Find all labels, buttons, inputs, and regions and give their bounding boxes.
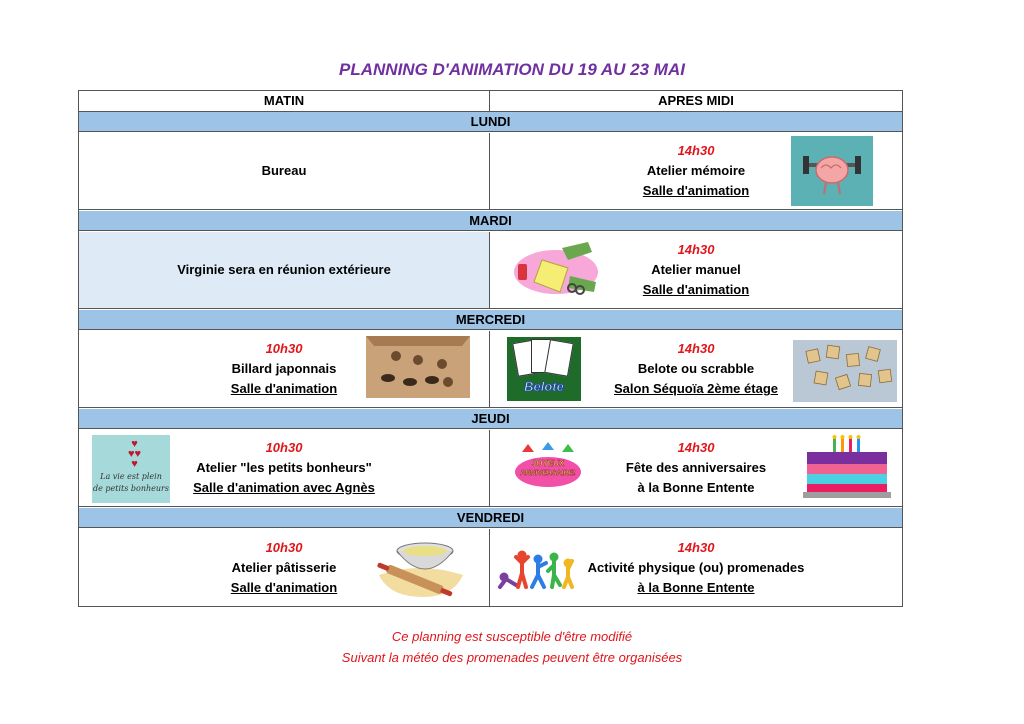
day-header-mercredi: MERCREDI xyxy=(79,310,902,330)
activity-name: Activité physique (ou) promenades xyxy=(587,559,805,575)
activity-place: Salle d'animation xyxy=(642,282,750,297)
activity-name: Fête des anniversaires xyxy=(625,460,767,475)
page-title: PLANNING D'ANIMATION DU 19 AU 23 MAI xyxy=(339,60,685,79)
afternoon-cell: 14h30 Atelier mémoire Salle d'animation xyxy=(490,133,902,209)
slot-row-lundi: Bureau 14h30 Atelier mémoire Salle d'ani… xyxy=(79,133,902,210)
morning-text: Bureau xyxy=(261,163,307,178)
slot-row-jeudi: 10h30 Atelier "les petits bonheurs" Sall… xyxy=(79,430,902,507)
morning-cell: 10h30 Atelier "les petits bonheurs" Sall… xyxy=(79,430,490,506)
column-header-morning: MATIN xyxy=(79,91,490,111)
activity-name: Atelier pâtisserie xyxy=(231,559,337,575)
activity-place: à la Bonne Entente xyxy=(637,480,755,495)
activity-place: Salle d'animation xyxy=(230,579,338,595)
activity-name: Billard japonnais xyxy=(231,361,337,376)
afternoon-cell: 14h30 Activité physique (ou) promenades … xyxy=(490,529,902,606)
slot-row-mercredi: 10h30 Billard japonnais Salle d'animatio… xyxy=(79,331,902,408)
scrabble-tiles-icon xyxy=(793,340,897,402)
activity-time: 14h30 xyxy=(677,242,715,257)
activity-place: Salon Séquoïa 2ème étage xyxy=(613,381,778,396)
day-header-jeudi: JEUDI xyxy=(79,409,902,429)
morning-cell: Bureau xyxy=(79,133,490,209)
pastry-bowl-rolling-pin-icon xyxy=(375,535,465,601)
afternoon-cell: 14h30 Atelier manuel Salle d'animation xyxy=(490,232,902,308)
activity-name: Atelier mémoire xyxy=(646,163,746,178)
activity-time: 14h30 xyxy=(677,539,715,555)
brain-lifting-dumbbells-icon xyxy=(791,136,873,206)
activity-name: Belote ou scrabble xyxy=(637,361,755,376)
column-header-row: MATIN APRES MIDI xyxy=(79,91,902,112)
wooden-billiard-board-icon xyxy=(366,336,470,398)
footer-note-2: Suivant la météo des promenades peuvent … xyxy=(341,650,683,665)
activity-place: à la Bonne Entente xyxy=(637,579,755,595)
petits-bonheurs-line-1: La vie est plein xyxy=(100,472,162,481)
day-header-vendredi: VENDREDI xyxy=(79,508,902,528)
afternoon-cell: 14h30 Belote ou scrabble Salon Séquoïa 2… xyxy=(490,331,902,407)
activity-time: 14h30 xyxy=(677,143,715,158)
joyeux-anniversaire-icon: JOYEUX ANNIVERSAIRE! xyxy=(514,442,582,494)
activity-place: Salle d'animation xyxy=(642,183,750,198)
belote-logo-text: Belote xyxy=(524,379,565,395)
activity-name: Atelier "les petits bonheurs" xyxy=(196,460,372,475)
birthday-cake-icon xyxy=(803,434,891,502)
exercise-figures-icon xyxy=(496,549,574,591)
footer-note-1: Ce planning est susceptible d'être modif… xyxy=(391,629,633,644)
morning-text: Virginie sera en réunion extérieure xyxy=(177,262,391,277)
activity-time: 10h30 xyxy=(265,341,303,356)
petits-bonheurs-card-icon: ♥♥♥♥ La vie est plein de petits bonheurs xyxy=(92,435,170,503)
joyeux-text-2: ANNIVERSAIRE! xyxy=(520,470,576,477)
joyeux-text-1: JOYEUX xyxy=(531,459,565,468)
petits-bonheurs-line-2: de petits bonheurs xyxy=(93,484,169,493)
day-header-lundi: LUNDI xyxy=(79,112,902,132)
column-header-afternoon: APRES MIDI xyxy=(658,93,734,108)
morning-cell: 10h30 Atelier pâtisserie Salle d'animati… xyxy=(79,529,490,606)
activity-place: Salle d'animation avec Agnès xyxy=(193,480,375,495)
activity-time: 14h30 xyxy=(677,341,715,356)
morning-cell: 10h30 Billard japonnais Salle d'animatio… xyxy=(79,331,490,407)
slot-row-vendredi: 10h30 Atelier pâtisserie Salle d'animati… xyxy=(79,529,902,606)
activity-place: Salle d'animation xyxy=(230,381,338,396)
morning-cell: Virginie sera en réunion extérieure xyxy=(79,232,490,308)
afternoon-cell: 14h30 Fête des anniversaires à la Bonne … xyxy=(490,430,902,506)
activity-name: Atelier manuel xyxy=(651,262,741,277)
slot-row-mardi: Virginie sera en réunion extérieure 14h3… xyxy=(79,232,902,309)
activity-time: 10h30 xyxy=(265,539,303,555)
activity-time: 14h30 xyxy=(677,440,715,455)
belote-cards-icon: Belote xyxy=(507,337,581,401)
activity-time: 10h30 xyxy=(265,440,303,455)
craft-hands-scissors-icon xyxy=(512,238,604,300)
schedule-table: MATIN APRES MIDI LUNDI Bureau 14h30 Atel… xyxy=(78,90,903,607)
day-header-mardi: MARDI xyxy=(79,211,902,231)
